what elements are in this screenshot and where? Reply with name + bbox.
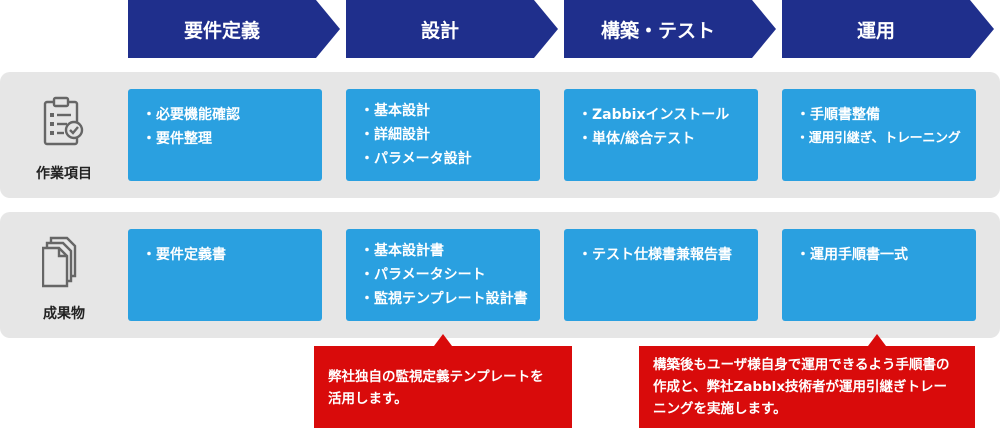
phase-label: 要件定義 [183,19,260,42]
deliverable-cell-operation: 運用手順書一式 [782,229,976,321]
phase-label: 設計 [420,19,459,42]
phase-arrow-build-test: 構築・テスト [564,0,776,58]
task-cell-design: 基本設計 詳細設計 パラメータ設計 [346,89,540,181]
list-item: パラメータ設計 [360,147,526,171]
callout-operation-note: 構築後もユーザ様自身で運用できるよう手順書の 作成と、弊社Zabblx技術者が運… [639,346,975,428]
callout-line: 作成と、弊社Zabblx技術者が運用引継ぎトレー [653,379,948,395]
list-item: 基本設計 [360,99,526,123]
task-cell-requirements: 必要機能確認 要件整理 [128,89,322,181]
deliverable-cell-design: 基本設計書 パラメータシート 監視テンプレート設計書 [346,229,540,321]
callout-line: 構築後もユーザ様自身で運用できるよう手順書の [653,357,950,373]
list-item: テスト仕様書兼報告書 [578,243,744,267]
callout-line: ニングを実施します。 [653,401,787,417]
list-item: 運用手順書一式 [796,243,962,267]
deliverable-cell-build-test: テスト仕様書兼報告書 [564,229,758,321]
callout-line: 活用します。 [328,391,408,407]
list-item: 監視テンプレート設計書 [360,287,528,311]
list-item: 運用引継ぎ、トレーニング [796,127,962,151]
task-cell-operation: 手順書整備 運用引継ぎ、トレーニング [782,89,976,181]
callout-pointer [434,334,452,346]
row-label-tasks: 作業項目 [36,166,92,182]
phase-label: 運用 [856,19,895,42]
list-item: 単体/総合テスト [578,127,744,151]
list-item: パラメータシート [360,263,526,287]
row-label-deliverables: 成果物 [43,306,85,322]
list-item: 要件定義書 [142,243,308,267]
deliverable-cell-requirements: 要件定義書 [128,229,322,321]
task-cell-build-test: Zabbixインストール 単体/総合テスト [564,89,758,181]
callout-pointer [868,334,886,346]
phase-arrow-design: 設計 [346,0,558,58]
list-item: 要件整理 [142,127,308,151]
list-item: 必要機能確認 [142,103,308,127]
list-item: 手順書整備 [796,103,962,127]
list-item: Zabbixインストール [578,103,744,127]
phase-arrow-operation: 運用 [782,0,994,58]
clipboard-checklist-icon [43,96,84,146]
callout-line: 弊社独自の監視定義テンプレートを [328,369,544,385]
documents-stack-icon [42,236,77,288]
callout-template-note: 弊社独自の監視定義テンプレートを 活用します。 [314,346,572,428]
phase-label: 構築・テスト [600,19,715,42]
phase-arrow-requirements: 要件定義 [128,0,340,58]
list-item: 詳細設計 [360,123,526,147]
list-item: 基本設計書 [360,239,526,263]
